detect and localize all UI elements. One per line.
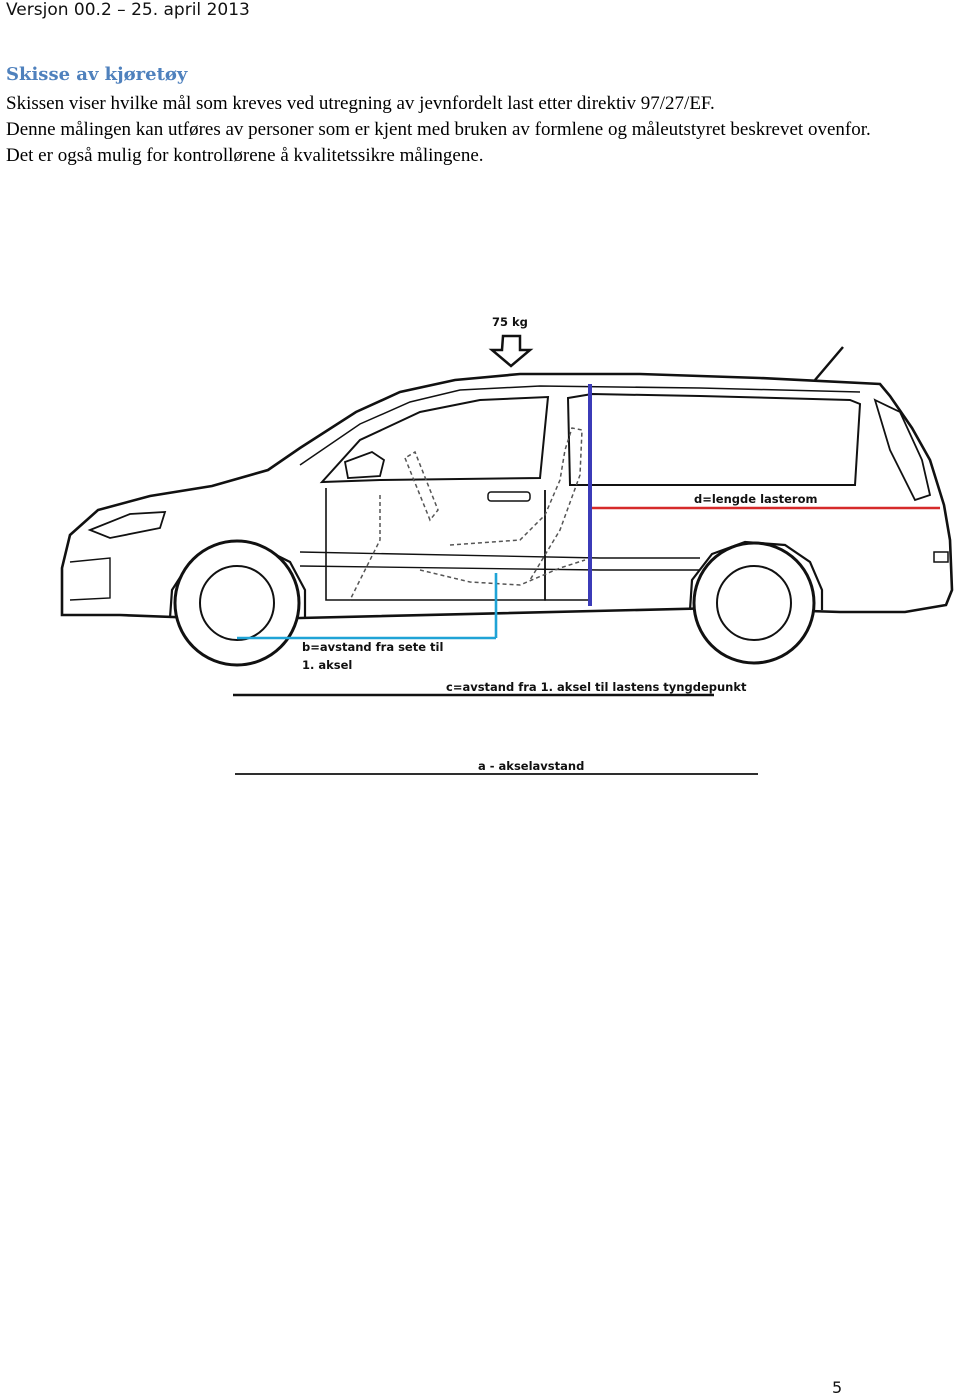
side-trim-upper: [299, 551, 700, 559]
body-text: Skissen viser hvilke mål som kreves ved …: [6, 91, 946, 169]
front-bumper: [69, 557, 111, 601]
headlight: [87, 511, 167, 539]
version-header: Versjon 00.2 – 25. april 2013: [6, 0, 250, 20]
front-rim: [199, 565, 275, 641]
vehicle-sketch-svg: 75 kg: [60, 315, 954, 775]
b-label-line2: 1. aksel: [302, 658, 352, 672]
weight-label: 75 kg: [492, 315, 528, 329]
rear-light: [933, 551, 949, 563]
vehicle-sketch: 75 kg: [0, 300, 960, 790]
page-number: 5: [832, 1378, 843, 1397]
d-label: d=lengde lasterom: [694, 492, 817, 506]
paragraph-3: Det er også mulig for kontrollørene å kv…: [6, 145, 484, 166]
rear-wheel: [692, 541, 816, 665]
door-handle-front: [487, 491, 531, 502]
down-arrow-icon: [488, 334, 534, 368]
antenna: [814, 346, 844, 381]
side-mirror: [343, 450, 386, 479]
b-label-line1: b=avstand fra sete til: [302, 640, 443, 654]
paragraph-2: Denne målingen kan utføres av personer s…: [6, 119, 871, 140]
front-window: [319, 395, 550, 484]
c-label: c=avstand fra 1. aksel til lastens tyngd…: [446, 680, 747, 694]
paragraph-1: Skissen viser hvilke mål som kreves ved …: [6, 93, 715, 114]
rear-door: [544, 490, 590, 601]
seat-outline-dashed: [349, 427, 586, 601]
a-label: a - akselavstand: [478, 759, 584, 773]
front-wheel: [173, 539, 301, 667]
rear-rim: [716, 565, 792, 641]
rear-window: [566, 392, 862, 486]
section-title: Skisse av kjøretøy: [6, 64, 188, 85]
roof-line: [299, 385, 861, 466]
tail-window: [873, 398, 932, 502]
side-trim-lower: [299, 565, 700, 571]
